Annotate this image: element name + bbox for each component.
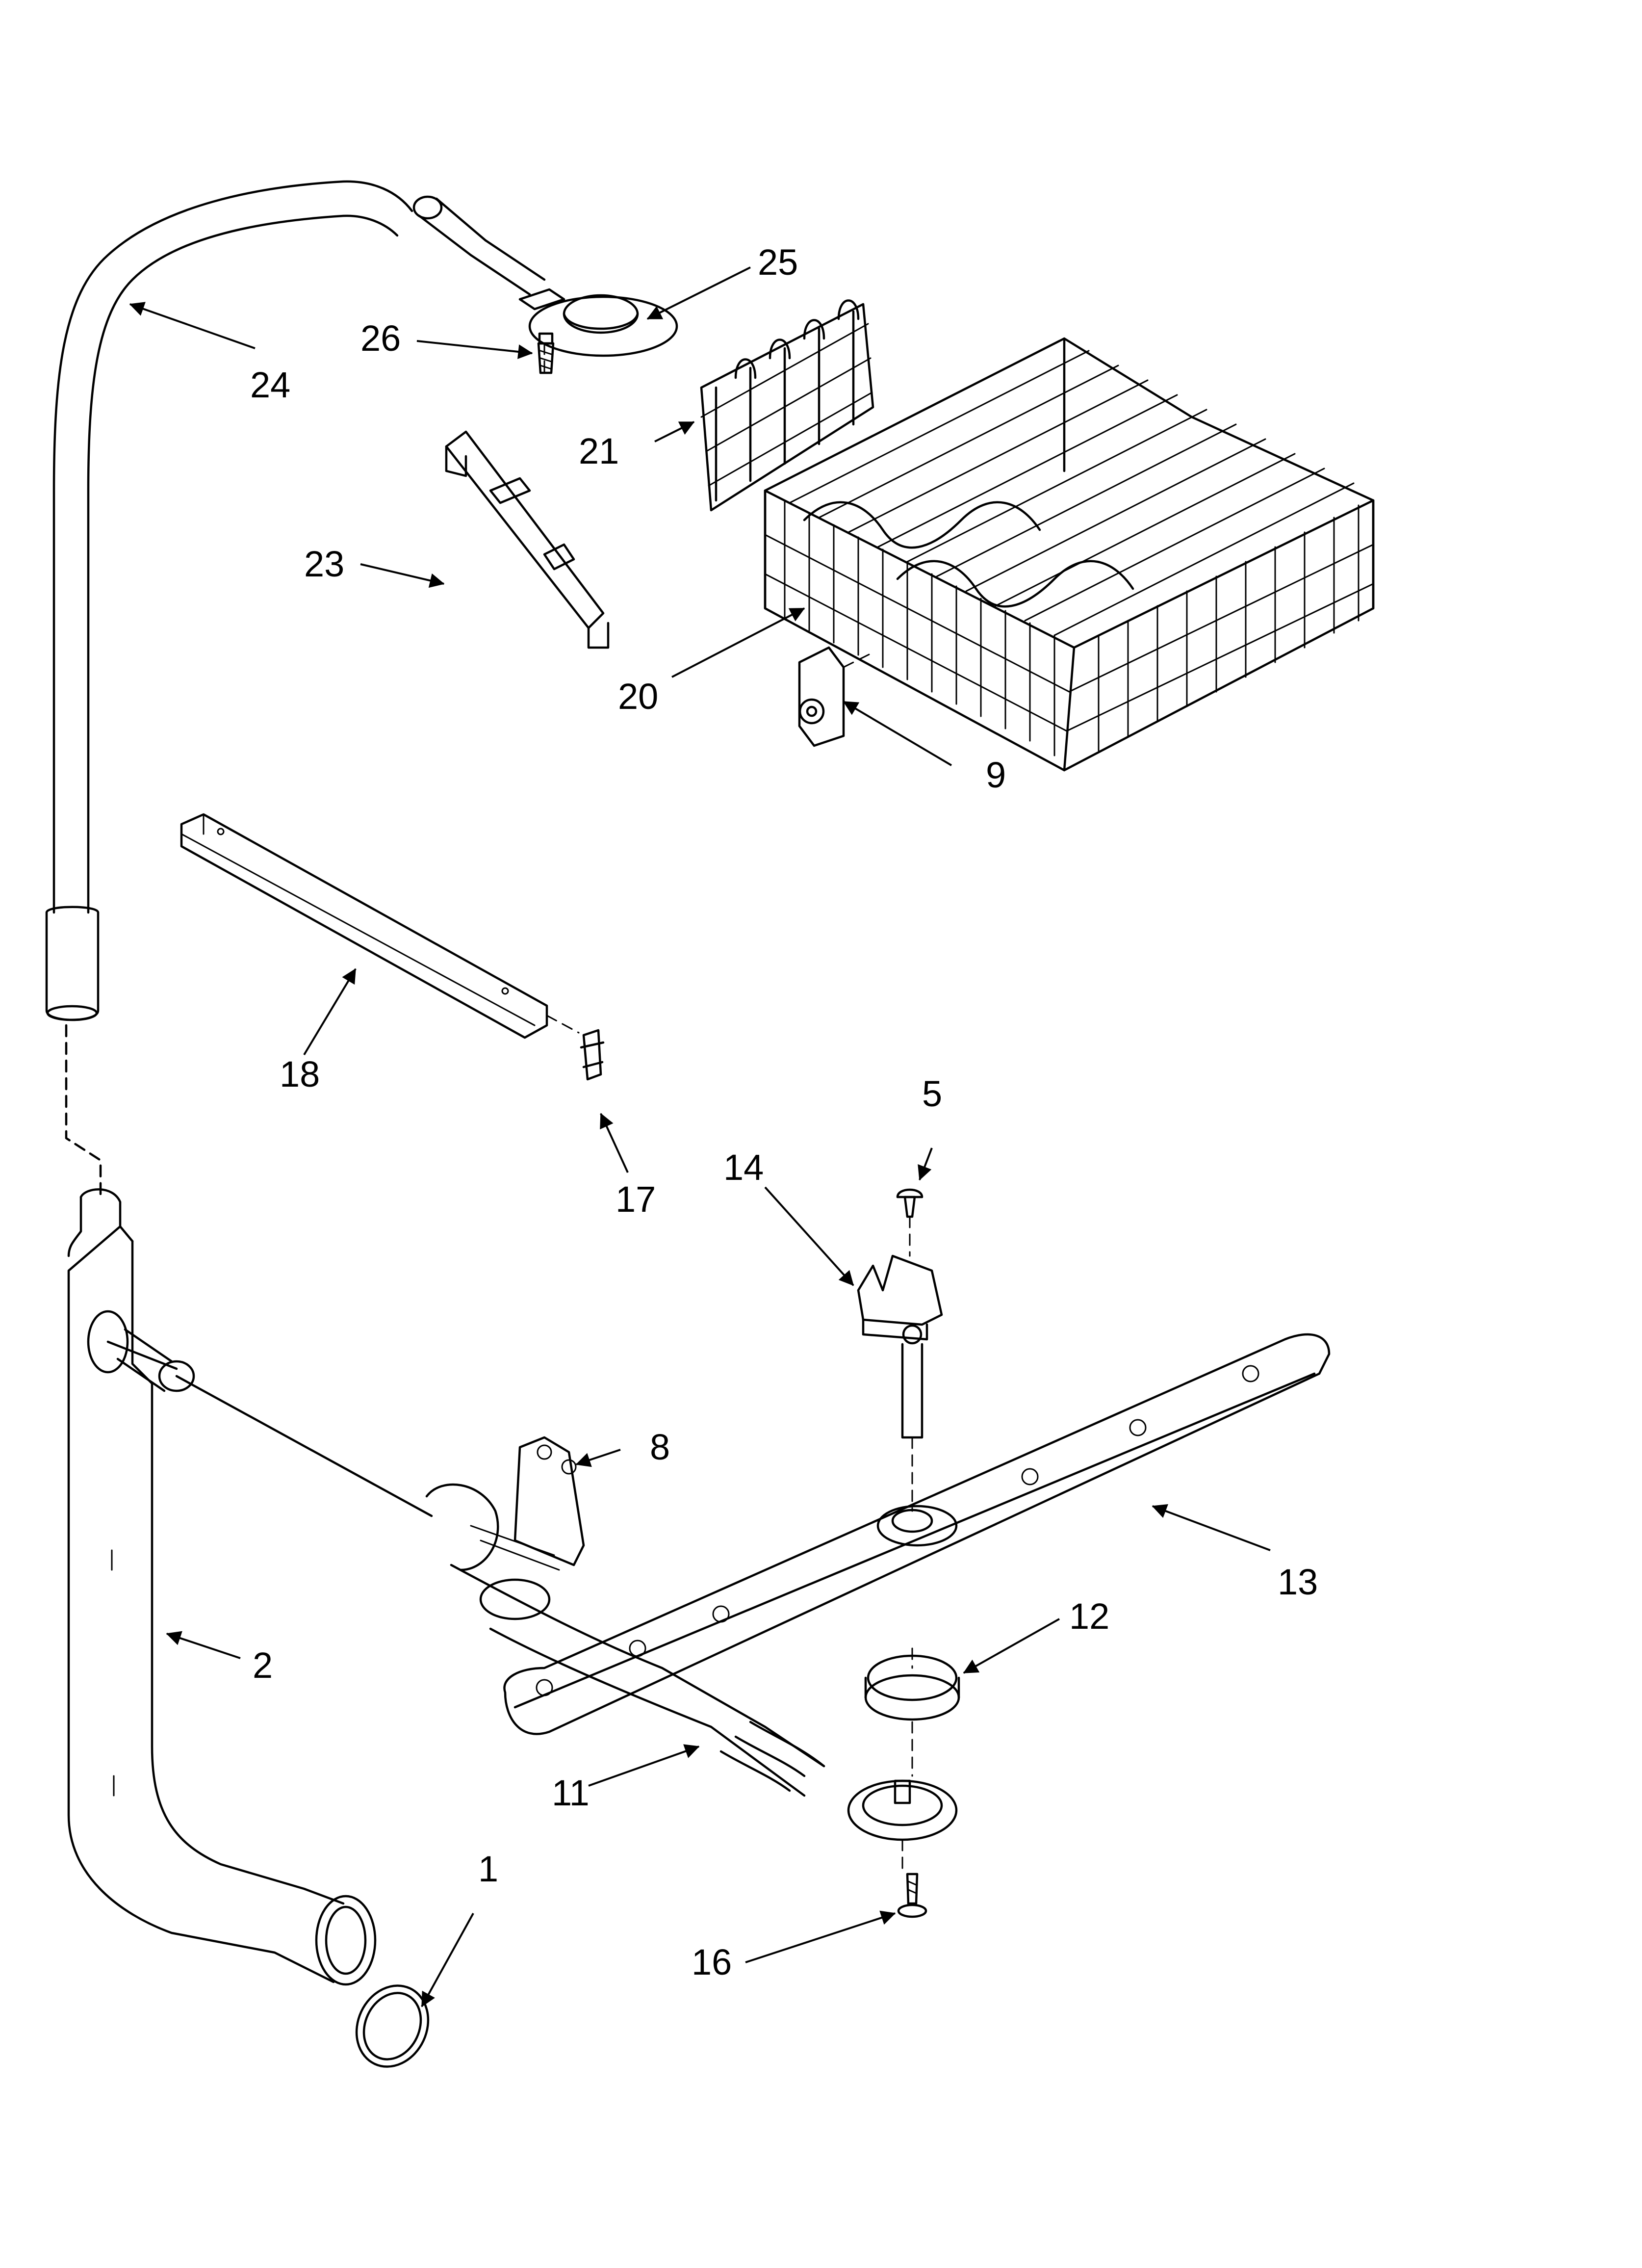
callout-23: 23 bbox=[304, 544, 344, 584]
callout-25: 25 bbox=[758, 242, 798, 283]
callout-26: 26 bbox=[360, 318, 401, 359]
connection-line bbox=[65, 1024, 102, 1199]
callout-labels: 25 24 26 21 23 20 9 18 17 5 14 8 13 12 2… bbox=[250, 242, 1318, 1982]
mounting-bracket bbox=[425, 1436, 585, 1620]
callout-9: 9 bbox=[986, 755, 1006, 795]
callout-8: 8 bbox=[650, 1427, 670, 1467]
screw-5 bbox=[896, 1188, 924, 1257]
callout-20: 20 bbox=[618, 676, 658, 717]
callout-13: 13 bbox=[1278, 1562, 1318, 1602]
upper-spray-tube bbox=[45, 180, 546, 1021]
callout-17: 17 bbox=[616, 1179, 656, 1220]
upper-dishrack bbox=[764, 337, 1375, 772]
spray-head bbox=[518, 288, 678, 374]
callout-24: 24 bbox=[250, 365, 290, 405]
callout-11: 11 bbox=[552, 1773, 590, 1813]
leader-lines bbox=[129, 266, 1271, 2007]
callout-18: 18 bbox=[280, 1054, 320, 1095]
lower-arm-manifold bbox=[175, 1375, 958, 1875]
callout-16: 16 bbox=[692, 1942, 732, 1982]
spray-arm-mount bbox=[857, 1254, 943, 1512]
callout-14: 14 bbox=[723, 1147, 764, 1188]
rack-stop-clip bbox=[445, 430, 610, 649]
callout-2: 2 bbox=[253, 1645, 273, 1686]
screw-16 bbox=[897, 1873, 927, 1918]
callout-21: 21 bbox=[579, 431, 619, 471]
gasket-ring bbox=[355, 1984, 430, 2068]
seal-ring bbox=[864, 1647, 960, 1777]
rack-adjuster bbox=[798, 646, 874, 747]
track-end-cap bbox=[580, 1029, 605, 1081]
rack-track bbox=[180, 813, 580, 1039]
callout-12: 12 bbox=[1069, 1596, 1109, 1637]
callout-1: 1 bbox=[478, 1849, 498, 1889]
callout-5: 5 bbox=[922, 1073, 942, 1114]
spray-arm bbox=[503, 1333, 1331, 1735]
screw-26 bbox=[537, 332, 555, 374]
cutlery-insert bbox=[700, 299, 874, 512]
lower-manifold-tube bbox=[67, 1188, 377, 1986]
